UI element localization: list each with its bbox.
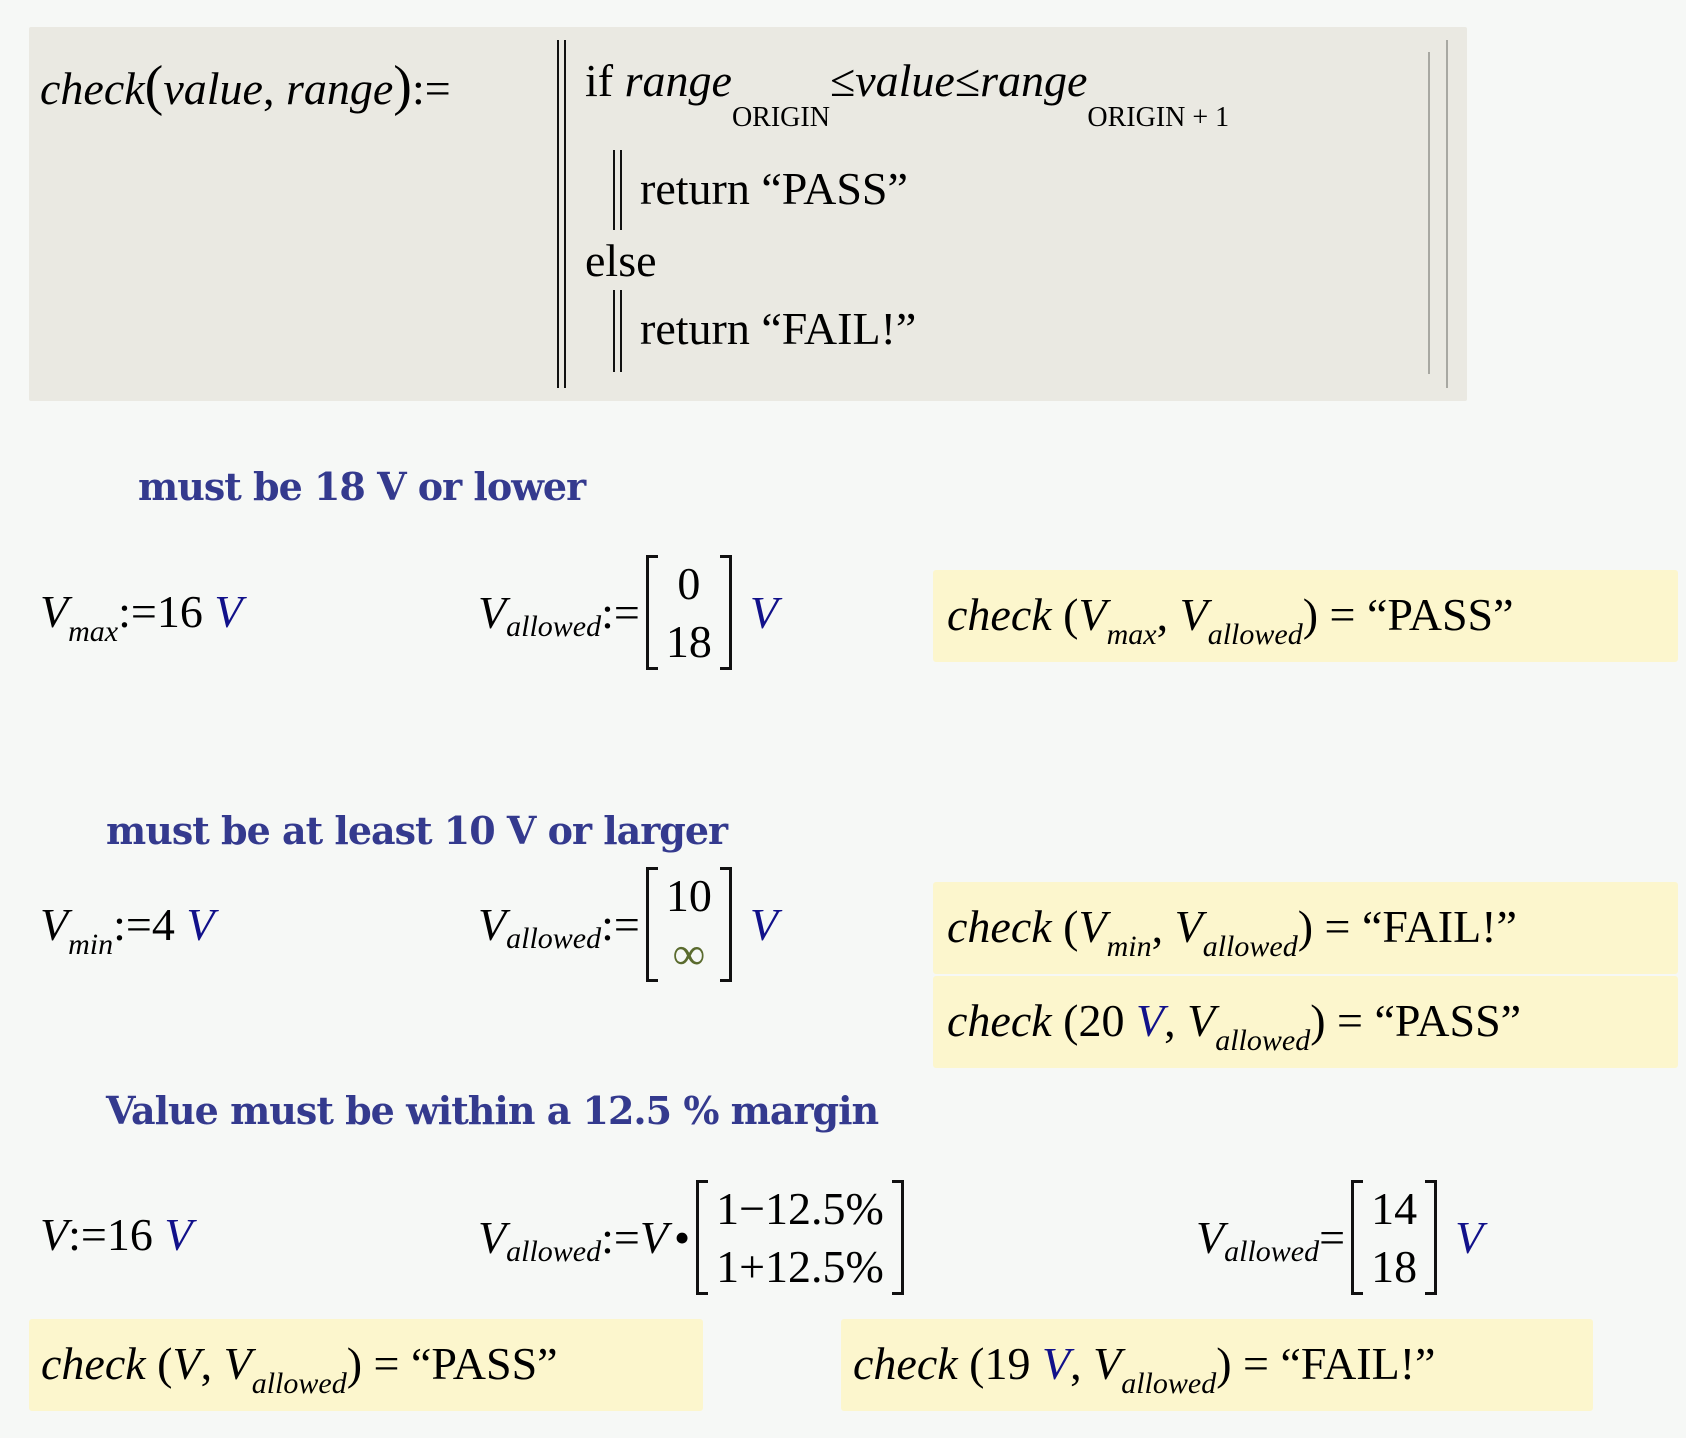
unit-volt: V	[214, 586, 243, 637]
result-output: “FAIL!”	[1361, 901, 1517, 952]
unit-volt: V	[1455, 1211, 1484, 1263]
else-body-bar	[613, 290, 622, 372]
margin-matrix: 1−12.5%1+12.5%	[696, 1180, 904, 1295]
program-right-bar-inner	[1428, 52, 1430, 374]
result-output: “FAIL!”	[1280, 1338, 1436, 1389]
section1-heading[interactable]: must be 18 V or lower	[138, 464, 586, 509]
result-output: “PASS”	[410, 1338, 558, 1389]
section3-heading[interactable]: Value must be within a 12.5 % margin	[106, 1088, 879, 1133]
unit-volt: V	[164, 1209, 193, 1260]
result-output: “PASS”	[1366, 589, 1514, 640]
function-signature: check(value, range):=	[40, 55, 451, 117]
result-box-20v[interactable]: check (20 V, Vallowed) = “PASS”	[933, 976, 1678, 1068]
result-output: “PASS”	[1374, 995, 1522, 1046]
vmax-definition[interactable]: Vmax:=16 V	[40, 586, 243, 648]
result-box-19v[interactable]: check (19 V, Vallowed) = “FAIL!”	[841, 1319, 1593, 1411]
unit-volt: V	[1136, 995, 1165, 1046]
unit-volt: V	[749, 898, 778, 950]
program-outer-bar	[557, 40, 566, 388]
section2-heading[interactable]: must be at least 10 V or larger	[106, 808, 728, 853]
unit-volt: V	[1042, 1338, 1071, 1389]
unit-volt: V	[749, 586, 778, 638]
allowed-matrix: 10∞	[645, 867, 732, 982]
result-box-v[interactable]: check (V, Vallowed) = “PASS”	[29, 1319, 703, 1411]
unit-volt: V	[186, 899, 215, 950]
else-keyword: else	[585, 235, 657, 286]
result-box-vmin[interactable]: check (Vmin, Vallowed) = “FAIL!”	[933, 882, 1678, 974]
if-condition: if rangeORIGIN≤value≤rangeORIGIN + 1	[585, 55, 1230, 133]
v-definition[interactable]: V:=16 V	[40, 1209, 193, 1260]
return-fail: return “FAIL!”	[640, 303, 917, 354]
vmin-definition[interactable]: Vmin:=4 V	[40, 899, 215, 961]
result-box-vmax[interactable]: check (Vmax, Vallowed) = “PASS”	[933, 570, 1678, 662]
program-region[interactable]	[29, 27, 1467, 401]
infinity-symbol: ∞	[672, 927, 706, 979]
program-right-bar-outer	[1446, 40, 1448, 388]
function-name: check	[40, 63, 145, 114]
return-pass: return “PASS”	[640, 163, 908, 214]
if-body-bar	[613, 150, 622, 230]
